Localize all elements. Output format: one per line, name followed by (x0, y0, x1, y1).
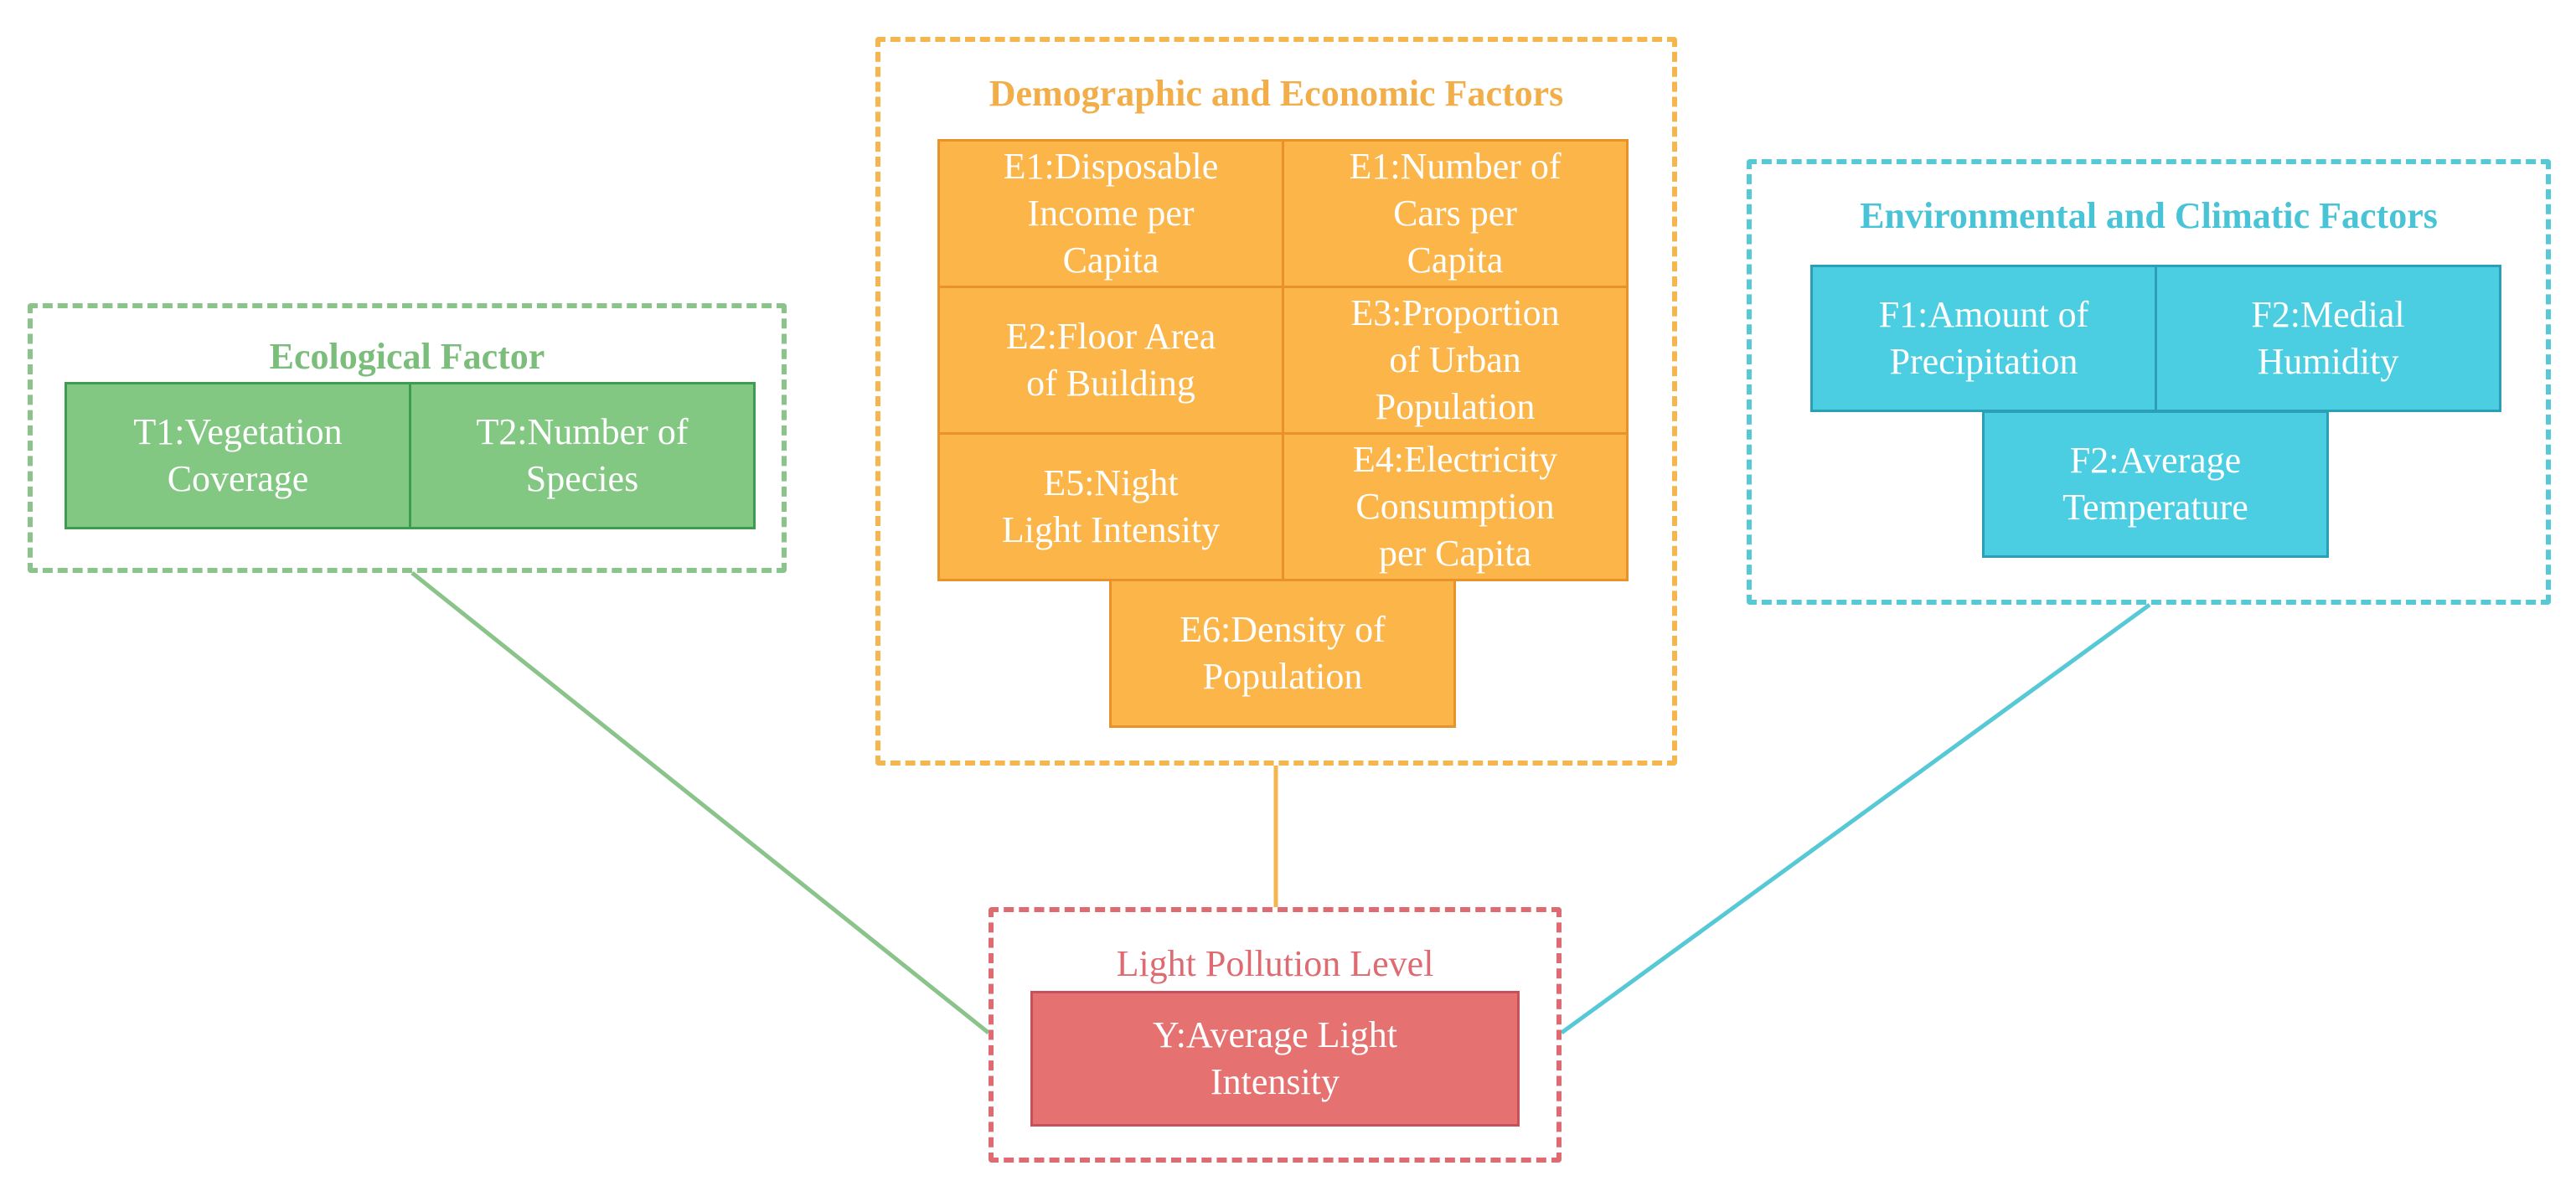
environmental-climatic-title: Environmental and Climatic Factors (1860, 195, 2438, 236)
factor-box-e1-income: E1:Disposable Income per Capita (937, 139, 1284, 288)
ecological-connector (410, 571, 990, 1034)
factor-box-t1: T1:Vegetation Coverage (65, 382, 411, 529)
demographic-economic-title: Demographic and Economic Factors (989, 73, 1564, 114)
factor-box-e4-electricity: E4:Electricity Consumption per Capita (1282, 432, 1629, 581)
light-pollution-title: Light Pollution Level (1116, 943, 1434, 984)
ecological-factor-title: Ecological Factor (269, 336, 545, 377)
environmental-climatic-group: Environmental and Climatic Factors F1:Am… (1747, 159, 2551, 605)
factor-box-e6-density: E6:Density of Population (1109, 579, 1456, 728)
environmental-connector (1560, 602, 2151, 1035)
target-box-y: Y:Average Light Intensity (1030, 991, 1520, 1127)
factor-box-e2-floor-area: E2:Floor Area of Building (937, 286, 1284, 435)
factor-box-f1-precipitation: F1:Amount of Precipitation (1810, 265, 2157, 412)
factor-box-t2: T2:Number of Species (409, 382, 756, 529)
demographic-economic-group: Demographic and Economic Factors E1:Disp… (875, 37, 1677, 766)
factor-box-e3-urban-population: E3:Proportion of Urban Population (1282, 286, 1629, 435)
factor-box-f2-temperature: F2:Average Temperature (1982, 410, 2329, 558)
factor-box-e1-cars: E1:Number of Cars per Capita (1282, 139, 1629, 288)
factor-box-f2-humidity: F2:Medial Humidity (2155, 265, 2501, 412)
factor-box-e5-night-light: E5:Night Light Intensity (937, 432, 1284, 581)
light-pollution-group: Light Pollution Level Y:Average Light In… (989, 907, 1562, 1163)
ecological-factor-group: Ecological Factor T1:Vegetation Coverage… (28, 303, 787, 573)
